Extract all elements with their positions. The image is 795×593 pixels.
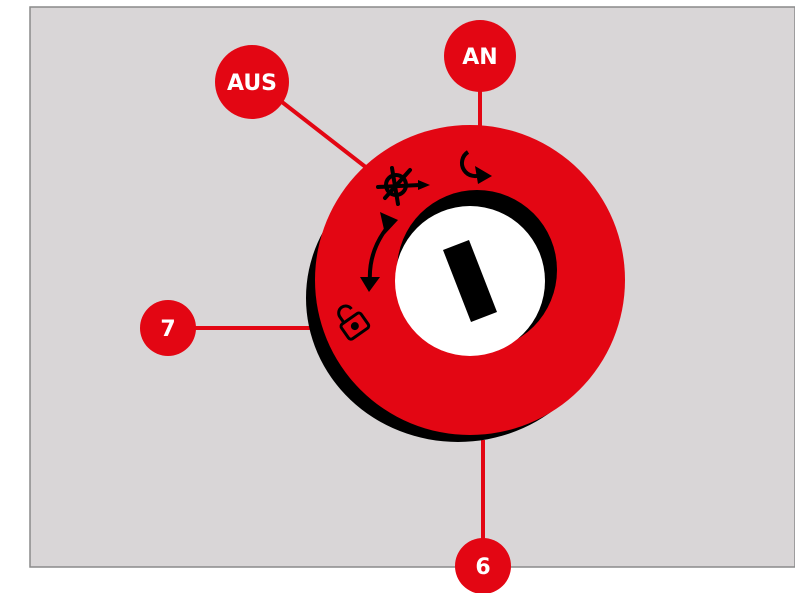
leader-line-aus <box>280 100 374 174</box>
callout-an: AN <box>444 20 516 92</box>
rotate-clockwise-icon <box>460 150 492 184</box>
callout-7-label: 7 <box>160 317 175 342</box>
callout-aus: AUS <box>215 45 289 119</box>
key-slot-icon <box>443 240 497 322</box>
callout-aus-label: AUS <box>227 71 277 96</box>
padlock-icon <box>337 304 371 341</box>
double-headed-arc-arrow-icon <box>360 212 398 292</box>
callout-6: 6 <box>455 538 511 593</box>
callout-an-label: AN <box>462 45 497 70</box>
callout-6-label: 6 <box>475 555 490 580</box>
callout-7: 7 <box>140 300 196 356</box>
crossed-ignition-icon <box>376 166 430 206</box>
